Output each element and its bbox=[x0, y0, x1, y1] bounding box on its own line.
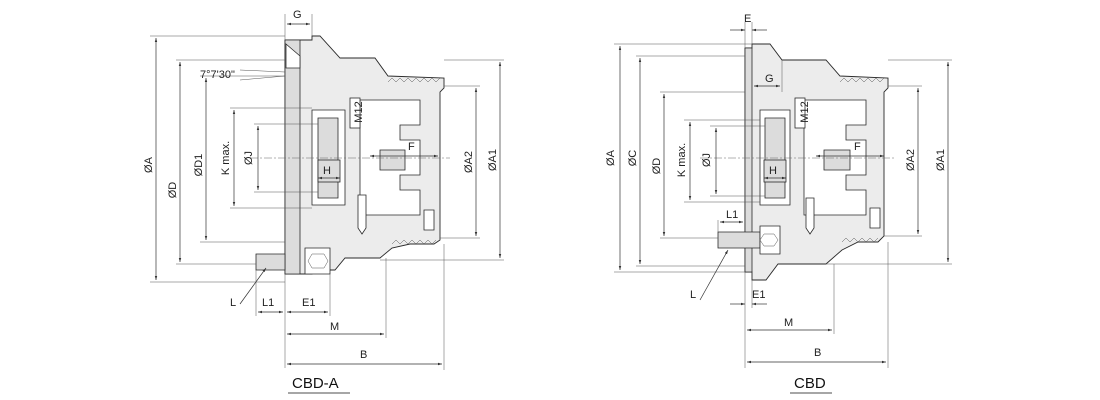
cbd-label-k: K max. bbox=[676, 143, 688, 177]
cbd-a-label-a: ØA bbox=[143, 156, 155, 173]
cbd-label-l1: L1 bbox=[726, 209, 738, 221]
cbd-label-a1: ØA1 bbox=[935, 149, 947, 171]
cbd-a-label-angle: 7°7'30" bbox=[200, 69, 235, 81]
cbd-a-label-m12: M12 bbox=[353, 101, 365, 122]
cbd-thread-bot bbox=[841, 237, 879, 243]
cbd-a-label-h: H bbox=[323, 165, 331, 177]
cbd-label-e: E bbox=[744, 13, 751, 25]
cbd-a-lower-screw bbox=[423, 209, 435, 231]
cbd-bolt-head bbox=[759, 225, 781, 255]
cbd-a-bolt-hex bbox=[307, 253, 329, 269]
cbd-label-a: ØA bbox=[605, 149, 617, 166]
cbd-label-b: B bbox=[814, 347, 821, 359]
cbd-a-bolt-head bbox=[304, 247, 331, 275]
cbd-m12-bolt bbox=[794, 97, 806, 129]
cbd-a-thread-bot bbox=[391, 239, 437, 245]
cbd-a-label-m: M bbox=[330, 321, 339, 333]
cbd-a-ring bbox=[379, 149, 406, 171]
cbd-a-wedge-top bbox=[285, 43, 301, 69]
cbd-label-f: F bbox=[854, 141, 861, 153]
cbd-a-label-a2: ØA2 bbox=[463, 151, 475, 173]
cbd-a-label-l: L bbox=[230, 297, 236, 309]
cbd-a-label-j: ØJ bbox=[243, 151, 255, 165]
cbd-lower-screw bbox=[869, 207, 881, 229]
cbd-a-label-a1: ØA1 bbox=[487, 149, 499, 171]
cbd-label-j: ØJ bbox=[701, 153, 713, 167]
cbd-label-h: H bbox=[769, 165, 777, 177]
cbd-mount-bolt bbox=[717, 231, 761, 249]
cbd-h-block bbox=[763, 159, 787, 183]
cbd-face-plate bbox=[744, 47, 753, 273]
cbd-lower-bolt bbox=[805, 197, 815, 235]
cbd-label-a2: ØA2 bbox=[905, 149, 917, 171]
cbd-a-label-d1: ØD1 bbox=[193, 154, 205, 177]
cbd-a-lower-bolt bbox=[357, 194, 367, 235]
cbd-label-d: ØD bbox=[651, 158, 663, 175]
cbd-a-leader-l bbox=[239, 267, 267, 305]
cbd-label-l: L bbox=[690, 289, 696, 301]
cbd-a-label-g: G bbox=[293, 9, 302, 21]
cbd-label-c: ØC bbox=[627, 150, 639, 167]
cbd-a-angle-line1 bbox=[239, 69, 286, 73]
cbd-bolt-hex bbox=[759, 233, 779, 247]
cbd-a-label-l1: L1 bbox=[262, 297, 274, 309]
cbd-thread-top bbox=[839, 77, 885, 83]
cbd-leader-l bbox=[699, 249, 729, 301]
cbd-a-label-k: K max. bbox=[220, 141, 232, 175]
cbd-title: CBD bbox=[794, 375, 826, 392]
cbd-a-mount-bolt bbox=[255, 253, 286, 271]
cbd-a-drawing: ØA ØD ØD1 K max. ØJ H M12 F ØA2 bbox=[143, 9, 504, 394]
cbd-a-m12-bolt bbox=[349, 97, 361, 129]
cbd-label-m: M bbox=[784, 317, 793, 329]
cbd-a-face-plate bbox=[284, 39, 301, 275]
cbd-a-label-f: F bbox=[408, 141, 415, 153]
cbd-label-m12: M12 bbox=[799, 101, 811, 122]
cbd-a-title: CBD-A bbox=[292, 375, 339, 392]
cbd-a-angle-line2 bbox=[239, 75, 286, 81]
cbd-a-label-b: B bbox=[360, 349, 367, 361]
cbd-drawing: ØA ØC ØD K max. ØJ H M12 F ØA2 bbox=[605, 13, 952, 394]
cbd-label-e1: E1 bbox=[752, 289, 765, 301]
cbd-a-h-block bbox=[317, 159, 341, 183]
cbd-a-label-d: ØD bbox=[167, 182, 179, 199]
cbd-label-g: G bbox=[765, 73, 774, 85]
cbd-a-label-e1: E1 bbox=[302, 297, 315, 309]
cbd-a-thread-top bbox=[387, 77, 441, 83]
cbd-ring bbox=[823, 149, 851, 171]
